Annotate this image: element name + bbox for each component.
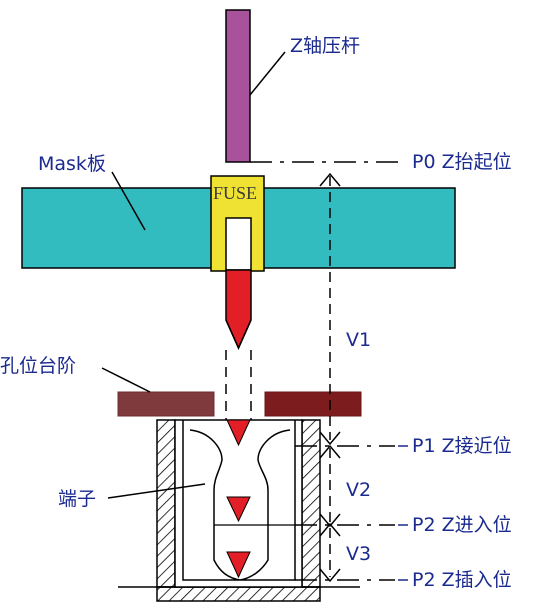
housing-floor (156, 586, 321, 602)
label-p2-insert: P2 Z插入位 (412, 569, 512, 591)
fuse-pin-red (225, 269, 252, 350)
label-v1: V1 (346, 329, 371, 351)
hole-step-left (117, 391, 215, 417)
dim-v3-arrow-top (319, 522, 341, 537)
dim-v1-arrow-top (319, 172, 341, 187)
label-v2: V2 (346, 479, 371, 501)
housing-wall-right (301, 419, 321, 588)
tip-marker-p1 (226, 419, 251, 447)
leader-hole-step (101, 367, 151, 393)
label-p0: P0 Z抬起位 (412, 151, 512, 173)
terminal-contact (182, 420, 296, 581)
label-terminal: 端子 (58, 488, 96, 510)
label-p2-enter: P2 Z进入位 (412, 514, 512, 536)
leader-z-press-rod (249, 51, 286, 96)
leader-mask-plate (111, 171, 146, 231)
fuse-pin-tip-outline (225, 319, 252, 350)
label-z-press-rod: Z轴压杆 (290, 35, 360, 57)
hole-step-right (264, 391, 362, 417)
label-mask-plate: Mask板 (38, 153, 106, 175)
z-press-rod (225, 9, 251, 163)
dim-v2-arrow-bottom (319, 513, 341, 528)
tip-marker-p2-insert (226, 551, 251, 579)
dim-v3-arrow-bottom (319, 568, 341, 583)
dim-v2-arrow-top (319, 444, 341, 459)
label-p1: P1 Z接近位 (412, 435, 512, 457)
fuse-label: FUSE (213, 183, 257, 203)
leader-terminal (107, 483, 206, 499)
tip-marker-p2-enter (226, 496, 251, 523)
fuse-pin-upper (225, 217, 252, 271)
dim-v1-arrow-bottom (319, 431, 341, 446)
label-hole-step: 孔位台阶 (0, 355, 76, 377)
label-v3: V3 (346, 543, 371, 565)
housing-wall-left (156, 419, 176, 588)
